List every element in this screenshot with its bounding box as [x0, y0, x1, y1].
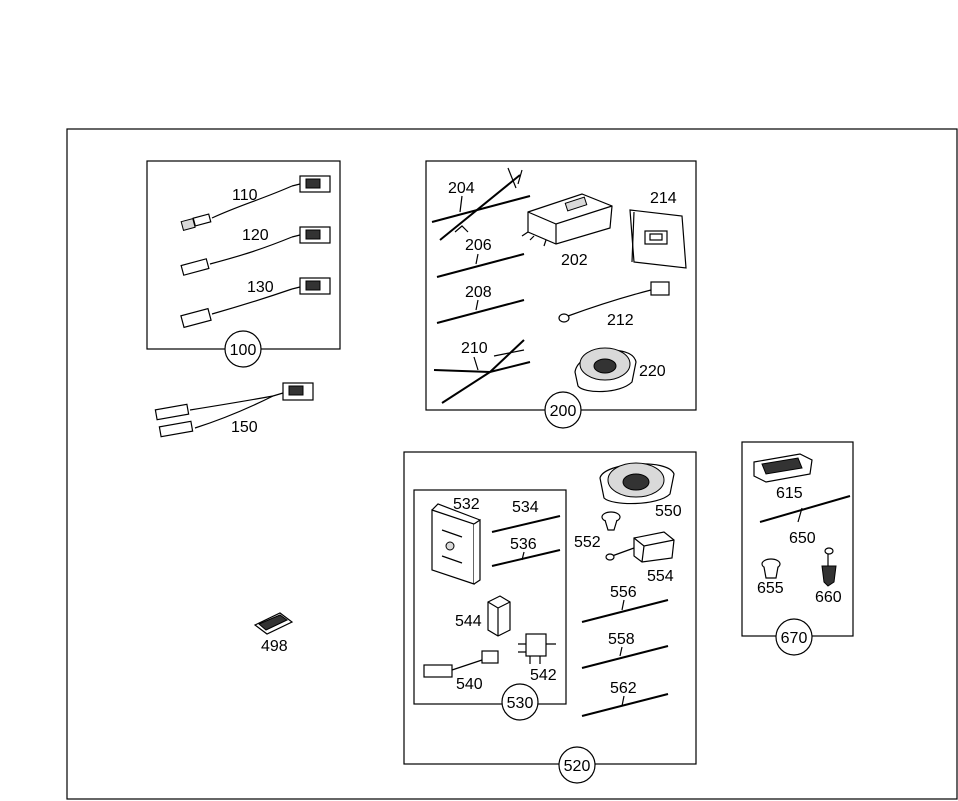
label-615: 615: [776, 485, 803, 502]
part-130-cable[interactable]: [180, 277, 331, 329]
part-202-control-unit[interactable]: [521, 193, 613, 247]
label-558: 558: [608, 631, 635, 648]
label-660: 660: [815, 589, 842, 606]
leader-558: [619, 646, 623, 657]
leader-210: [473, 356, 479, 371]
part-650-line[interactable]: [759, 495, 851, 523]
part-554-module[interactable]: [605, 531, 675, 563]
leader-208: [475, 299, 479, 311]
part-542-adapter[interactable]: [518, 633, 556, 664]
label-200: 200: [550, 403, 577, 420]
label-150: 150: [231, 419, 258, 436]
part-210-harness[interactable]: [433, 339, 531, 404]
label-655: 655: [757, 580, 784, 597]
part-562-line[interactable]: [581, 693, 669, 717]
label-532: 532: [453, 496, 480, 513]
diagram-frame: [66, 128, 958, 800]
part-212-cable[interactable]: [558, 281, 670, 323]
label-650: 650: [789, 530, 816, 547]
group-520-circle[interactable]: [558, 746, 596, 784]
label-536: 536: [510, 536, 537, 553]
label-542: 542: [530, 667, 557, 684]
label-540: 540: [456, 676, 483, 693]
part-660-screw[interactable]: [821, 547, 837, 587]
label-210: 210: [461, 340, 488, 357]
label-212: 212: [607, 312, 634, 329]
leader-206: [475, 253, 479, 265]
label-130: 130: [247, 279, 274, 296]
part-550-speaker[interactable]: [599, 462, 675, 505]
leader-562: [621, 695, 625, 707]
part-534-line[interactable]: [491, 515, 561, 533]
leader-556: [621, 599, 625, 611]
part-204-harness[interactable]: [431, 167, 531, 241]
label-110: 110: [232, 187, 258, 204]
label-544: 544: [455, 613, 482, 630]
label-202: 202: [561, 252, 588, 269]
group-520-box: [403, 451, 697, 765]
label-206: 206: [465, 237, 492, 254]
leader-536: [521, 551, 525, 561]
part-655-clip[interactable]: [761, 558, 781, 579]
label-498: 498: [261, 638, 288, 655]
group-200-circle[interactable]: [544, 391, 582, 429]
label-120: 120: [242, 227, 269, 244]
part-208-harness[interactable]: [436, 299, 525, 324]
label-100: 100: [230, 342, 257, 359]
label-556: 556: [610, 584, 637, 601]
part-206-harness[interactable]: [436, 253, 525, 278]
leader-650: [797, 507, 803, 523]
part-120-cable[interactable]: [180, 226, 331, 276]
group-530-circle[interactable]: [501, 683, 539, 721]
part-220-speaker[interactable]: [574, 347, 637, 393]
part-214-manual[interactable]: [629, 209, 687, 269]
part-110-cable[interactable]: [180, 175, 331, 231]
part-540-cable[interactable]: [423, 650, 499, 678]
part-532-module[interactable]: [431, 503, 481, 585]
part-498-card[interactable]: [253, 612, 294, 635]
part-536-line[interactable]: [491, 549, 561, 567]
part-150-y-cable[interactable]: [154, 382, 314, 438]
part-552-clip[interactable]: [601, 511, 621, 531]
leader-204: [459, 195, 463, 213]
part-544-connector[interactable]: [487, 595, 511, 637]
label-530: 530: [507, 695, 534, 712]
label-554: 554: [647, 568, 674, 585]
label-562: 562: [610, 680, 637, 697]
label-550: 550: [655, 503, 682, 520]
part-556-line[interactable]: [581, 599, 669, 623]
group-100-circle[interactable]: [224, 330, 262, 368]
label-670: 670: [781, 630, 808, 647]
part-615-module[interactable]: [753, 453, 813, 483]
part-558-line[interactable]: [581, 645, 669, 669]
label-534: 534: [512, 499, 539, 516]
label-552: 552: [574, 534, 601, 551]
label-520: 520: [564, 758, 591, 775]
group-530-box: [413, 489, 567, 705]
label-208: 208: [465, 284, 492, 301]
label-204: 204: [448, 180, 475, 197]
group-670-circle[interactable]: [775, 618, 813, 656]
label-220: 220: [639, 363, 666, 380]
label-214: 214: [650, 190, 677, 207]
